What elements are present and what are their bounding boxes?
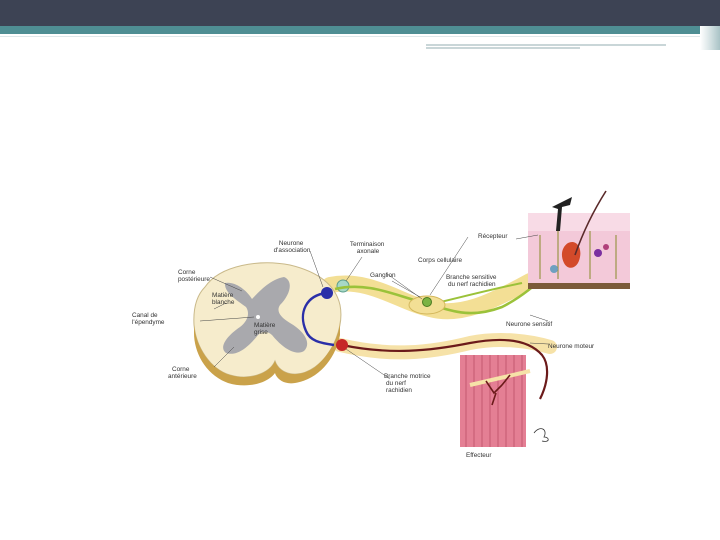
label-neurone-association: Neurone d'association: [274, 240, 311, 254]
label-corne-anterieure: Corne antérieure: [168, 366, 197, 380]
label-canal-ependyme: Canal de l'épendyme: [132, 312, 165, 326]
muscle-effector: [460, 355, 530, 447]
slide-top-bar: [0, 0, 720, 26]
association-neuron-body: [321, 287, 333, 299]
label-branche-motrice: Branche motrice du nerf rachidien: [384, 373, 432, 394]
receptor-violet-ending: [594, 249, 602, 257]
skin-epidermis: [528, 213, 630, 231]
label-matiere-blanche: Matière blanche: [212, 292, 235, 306]
scale-mark: [534, 429, 548, 442]
receptor-blue-ending: [550, 265, 558, 273]
label-effecteur: Effecteur: [466, 452, 492, 459]
sensory-cell-body: [423, 298, 432, 307]
label-terminaison-axonale: Terminaison axonale: [350, 241, 386, 255]
label-corne-posterieure: Corne postérieure: [178, 269, 210, 283]
header-rule: [0, 36, 700, 37]
label-corps-cellulaire: Corps cellulaire: [418, 257, 462, 264]
label-branche-sensitive: Branche sensitive du nerf rachidien: [446, 274, 498, 288]
receptor-pink-ending: [603, 244, 609, 250]
label-ganglion: Ganglion: [370, 272, 396, 279]
label-neurone-moteur: Neurone moteur: [548, 343, 595, 350]
central-canal: [256, 315, 260, 319]
skin-base: [528, 283, 630, 289]
label-recepteur: Récepteur: [478, 233, 508, 240]
header-rule-short: [426, 44, 666, 46]
reflex-arc-diagram: Neurone d'association Terminaison axonal…: [130, 185, 640, 465]
slide-accent-bar: [0, 26, 720, 34]
header-rule-shorter: [426, 47, 580, 49]
slide-corner-accent: [700, 26, 720, 50]
label-neurone-sensitif: Neurone sensitif: [506, 321, 552, 328]
